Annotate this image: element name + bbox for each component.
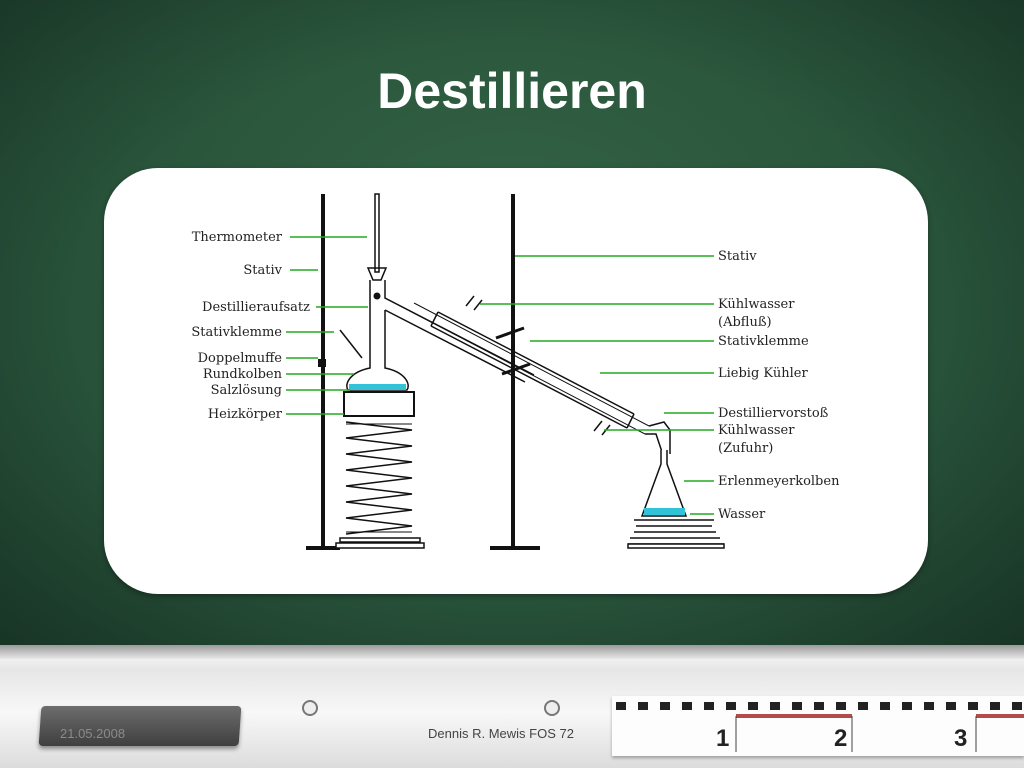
ruler-number-1: 1 bbox=[716, 725, 729, 752]
label-kuehlwasser-abfluss: Kühlwasser bbox=[718, 297, 795, 312]
ruler: 1 2 3 bbox=[612, 696, 1024, 756]
label-doppelmuffe: Doppelmuffe bbox=[198, 351, 283, 366]
label-erlenmeyerkolben: Erlenmeyerkolben bbox=[718, 474, 840, 489]
double-clamp-boss bbox=[318, 359, 326, 367]
label-stativ-right: Stativ bbox=[718, 249, 757, 264]
label-salzloesung: Salzlösung bbox=[211, 383, 282, 398]
right-stand-base bbox=[490, 546, 540, 550]
salt-solution bbox=[349, 384, 406, 390]
stopper bbox=[366, 267, 388, 281]
ruler-red-mark bbox=[736, 714, 852, 718]
heater-coil-frame bbox=[346, 423, 412, 533]
left-stand-base bbox=[306, 546, 340, 550]
erlenmeyer-flask bbox=[640, 450, 688, 517]
condenser-inner-tube bbox=[409, 302, 650, 435]
screw-icon bbox=[302, 700, 318, 716]
ruler-number-3: 3 bbox=[954, 725, 967, 752]
diagram-card: Thermometer Stativ Destillieraufsatz Sta… bbox=[104, 168, 928, 594]
water-inlet-stub bbox=[593, 420, 611, 436]
label-wasser: Wasser bbox=[718, 507, 766, 522]
heater-coil bbox=[345, 421, 413, 535]
head-clamp bbox=[339, 329, 363, 359]
water-outlet-stub bbox=[465, 295, 483, 311]
label-rundkolben: Rundkolben bbox=[203, 367, 283, 382]
lab-jack-base bbox=[627, 543, 725, 549]
label-stativklemme-left: Stativklemme bbox=[191, 325, 282, 340]
heater-base bbox=[335, 542, 425, 549]
label-abfluss: (Abfluß) bbox=[718, 315, 772, 330]
right-labels: Stativ Kühlwasser (Abfluß) Stativklemme … bbox=[718, 249, 840, 522]
footer-author: Dennis R. Mewis FOS 72 bbox=[428, 726, 574, 741]
label-destillieraufsatz: Destillieraufsatz bbox=[202, 300, 310, 315]
label-destilliervorstoss: Destilliervorstoß bbox=[718, 406, 829, 421]
screw-icon bbox=[544, 700, 560, 716]
ruler-number-2: 2 bbox=[834, 725, 847, 752]
label-liebig-kuehler: Liebig Kühler bbox=[718, 366, 808, 381]
distilled-water bbox=[644, 508, 685, 515]
distillation-diagram: Thermometer Stativ Destillieraufsatz Sta… bbox=[191, 193, 840, 550]
label-stativ-left: Stativ bbox=[243, 263, 282, 278]
distilling-head bbox=[369, 280, 535, 383]
label-heizkoerper: Heizkörper bbox=[208, 407, 283, 422]
condenser-clamp bbox=[495, 326, 531, 376]
slide-title: Destillieren bbox=[377, 63, 647, 119]
footer-date: 21.05.2008 bbox=[60, 726, 126, 741]
label-stativklemme-right: Stativklemme bbox=[718, 334, 809, 349]
lab-jack bbox=[628, 519, 724, 545]
ruler-red-mark bbox=[976, 714, 1024, 718]
ruler-scale: 1 2 3 bbox=[616, 702, 1024, 752]
left-labels: Thermometer Stativ Destillieraufsatz Sta… bbox=[191, 230, 310, 422]
thermometer bbox=[374, 193, 380, 273]
label-thermometer: Thermometer bbox=[192, 230, 283, 245]
heater-base-top bbox=[339, 537, 421, 543]
label-kuehlwasser-zufuhr: Kühlwasser bbox=[718, 423, 795, 438]
condenser-jacket bbox=[430, 311, 635, 429]
left-stand-rod bbox=[321, 194, 325, 548]
heater-plate bbox=[343, 391, 415, 417]
ruler-ticks bbox=[616, 702, 1022, 710]
chalk-tray-edge bbox=[0, 645, 1024, 659]
leader-lines bbox=[286, 236, 714, 515]
thermometer-bulb bbox=[373, 292, 381, 300]
label-zufuhr: (Zufuhr) bbox=[718, 441, 773, 456]
condenser-ends bbox=[430, 311, 635, 429]
